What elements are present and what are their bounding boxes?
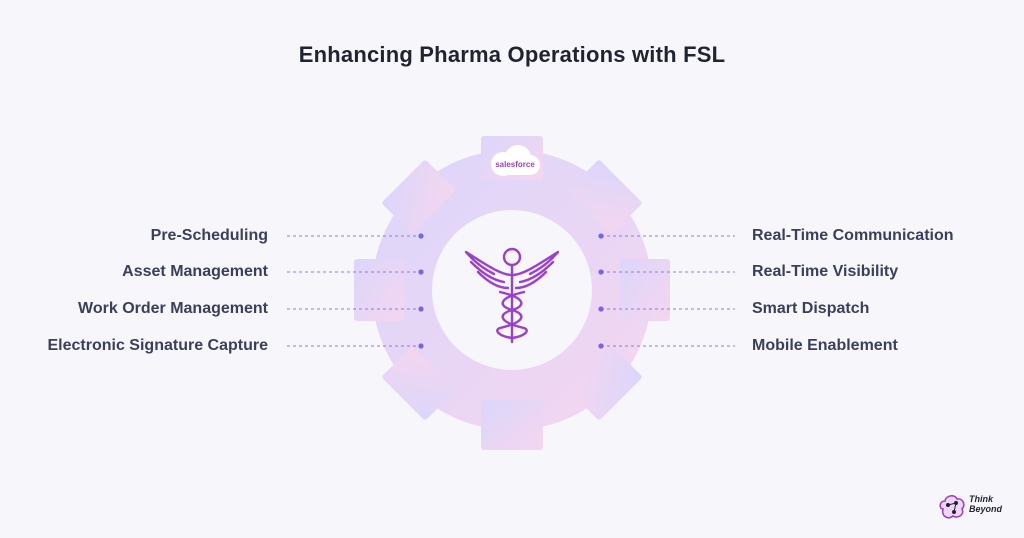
right-connector <box>598 269 735 275</box>
think-beyond-logo-icon <box>939 495 965 519</box>
page-title: Enhancing Pharma Operations with FSL <box>298 42 726 67</box>
right-feature-label: Smart Dispatch <box>752 300 870 317</box>
connector-dot <box>598 269 604 275</box>
left-feature-label: Work Order Management <box>78 300 268 317</box>
left-connector <box>287 269 424 275</box>
right-feature-label: Real-Time Visibility <box>752 263 899 280</box>
left-connector <box>287 233 424 239</box>
right-connector <box>598 306 735 312</box>
left-feature-label: Asset Management <box>122 263 268 280</box>
brand-line1: Think <box>969 494 993 504</box>
left-connector <box>287 343 424 349</box>
connector-dot <box>418 306 424 312</box>
left-connector <box>287 306 424 312</box>
left-feature-label: Electronic Signature Capture <box>47 337 269 354</box>
salesforce-cloud-icon: salesforce <box>491 145 540 176</box>
connector-dot <box>598 233 604 239</box>
connector-dot <box>598 306 604 312</box>
feature-connectors <box>287 233 735 349</box>
left-feature-label: Pre-Scheduling <box>150 227 268 244</box>
right-connector <box>598 343 735 349</box>
connector-dot <box>598 343 604 349</box>
right-connector <box>598 233 735 239</box>
brand-name: Think Beyond <box>969 494 1002 514</box>
caduceus-icon <box>464 247 560 344</box>
connector-dot <box>418 269 424 275</box>
right-feature-label: Real-Time Communication <box>752 227 954 244</box>
connector-dot <box>418 233 424 239</box>
connector-dot <box>418 343 424 349</box>
right-feature-label: Mobile Enablement <box>752 337 898 354</box>
brand-line2: Beyond <box>969 504 1003 514</box>
salesforce-badge-text: salesforce <box>495 160 535 169</box>
